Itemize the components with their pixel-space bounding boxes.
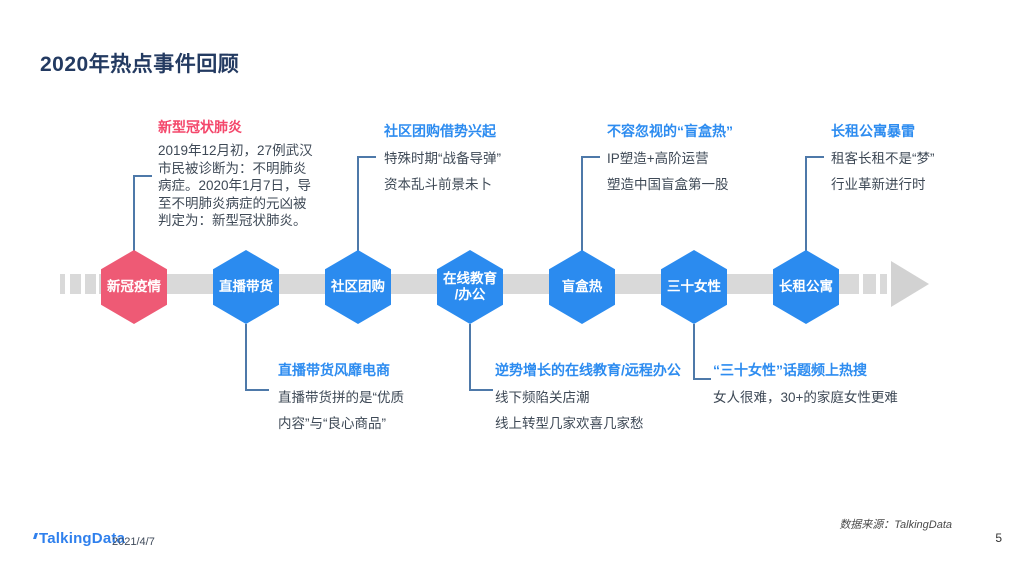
callout-apartment: 长租公寓暴雷 租客长租不是“梦” 行业革新进行时 xyxy=(831,121,935,198)
callout-body: 直播带货拼的是“优质 内容”与“良心商品” xyxy=(278,390,404,431)
callout-body: 女人很难，30+的家庭女性更难 xyxy=(713,390,898,405)
callout-title: “三十女性”话题频上热搜 xyxy=(713,362,867,378)
timeline-dash xyxy=(863,274,876,294)
callout-title: 不容忽视的“盲盒热” xyxy=(607,123,733,139)
node-label: 社区团购 xyxy=(331,279,385,294)
node-label: 长租公寓 xyxy=(779,279,833,294)
callout-body: 线下频陷关店潮 线上转型几家欢喜几家愁 xyxy=(495,390,644,431)
logo-tick xyxy=(33,533,38,539)
arrow-right-icon xyxy=(891,261,929,307)
timeline-node-apartment[interactable]: 长租公寓 xyxy=(773,250,839,324)
timeline-node-livestream[interactable]: 直播带货 xyxy=(213,250,279,324)
node-label: 直播带货 xyxy=(219,279,273,294)
timeline-node-online-edu[interactable]: 在线教育 /办公 xyxy=(437,250,503,324)
connector-line xyxy=(693,324,695,379)
callout-groupbuy: 社区团购借势兴起 特殊时期“战备导弹” 资本乱斗前景未卜 xyxy=(384,121,501,198)
timeline-node-thirty-women[interactable]: 三十女性 xyxy=(661,250,727,324)
node-label: 三十女性 xyxy=(667,279,721,294)
connector-line xyxy=(133,175,152,177)
connector-line xyxy=(805,156,807,252)
callout-thirty-women: “三十女性”话题频上热搜 女人很难，30+的家庭女性更难 xyxy=(713,360,898,411)
talkingdata-logo: TalkingData xyxy=(39,530,126,547)
connector-line xyxy=(357,156,376,158)
callout-title: 直播带货风靡电商 xyxy=(278,362,390,378)
connector-line xyxy=(245,324,247,390)
timeline-node-groupbuy[interactable]: 社区团购 xyxy=(325,250,391,324)
callout-body: 租客长租不是“梦” 行业革新进行时 xyxy=(831,151,935,192)
callout-body: IP塑造+高阶运营 塑造中国盲盒第一股 xyxy=(607,151,729,192)
node-label: 新冠疫情 xyxy=(107,279,161,294)
connector-line xyxy=(133,175,135,252)
timeline-dash xyxy=(85,274,96,294)
timeline-dash xyxy=(60,274,65,294)
footer-date: 2021/4/7 xyxy=(112,536,155,548)
timeline-dash xyxy=(880,274,887,294)
page-number: 5 xyxy=(995,531,1002,545)
connector-line xyxy=(581,156,600,158)
callout-title: 长租公寓暴雷 xyxy=(831,123,915,139)
data-source-note: 数据来源：TalkingData xyxy=(839,519,952,531)
callout-body: 2019年12月初，27例武汉 市民被诊断为：不明肺炎 病症。2020年1月7日… xyxy=(158,143,313,228)
timeline-node-covid[interactable]: 新冠疫情 xyxy=(101,250,167,324)
callout-online-edu: 逆势增长的在线教育/远程办公 线下频陷关店潮 线上转型几家欢喜几家愁 xyxy=(495,360,681,437)
page-title: 2020年热点事件回顾 xyxy=(40,53,240,76)
callout-title: 逆势增长的在线教育/远程办公 xyxy=(495,362,681,378)
callout-title: 社区团购借势兴起 xyxy=(384,123,496,139)
connector-line xyxy=(469,389,493,391)
connector-line xyxy=(805,156,824,158)
timeline-dash xyxy=(70,274,81,294)
callout-blindbox: 不容忽视的“盲盒热” IP塑造+高阶运营 塑造中国盲盒第一股 xyxy=(607,121,733,198)
connector-line xyxy=(581,156,583,252)
node-label: 盲盒热 xyxy=(561,279,603,294)
connector-line xyxy=(245,389,269,391)
callout-title: 新型冠状肺炎 xyxy=(158,119,242,135)
callout-livestream: 直播带货风靡电商 直播带货拼的是“优质 内容”与“良心商品” xyxy=(278,360,404,437)
timeline-node-blindbox[interactable]: 盲盒热 xyxy=(549,250,615,324)
connector-line xyxy=(693,378,711,380)
connector-line xyxy=(357,156,359,252)
callout-body: 特殊时期“战备导弹” 资本乱斗前景未卜 xyxy=(384,151,501,192)
node-label: 在线教育 /办公 xyxy=(443,271,497,302)
connector-line xyxy=(469,324,471,390)
callout-covid: 新型冠状肺炎 2019年12月初，27例武汉 市民被诊断为：不明肺炎 病症。20… xyxy=(158,117,313,230)
